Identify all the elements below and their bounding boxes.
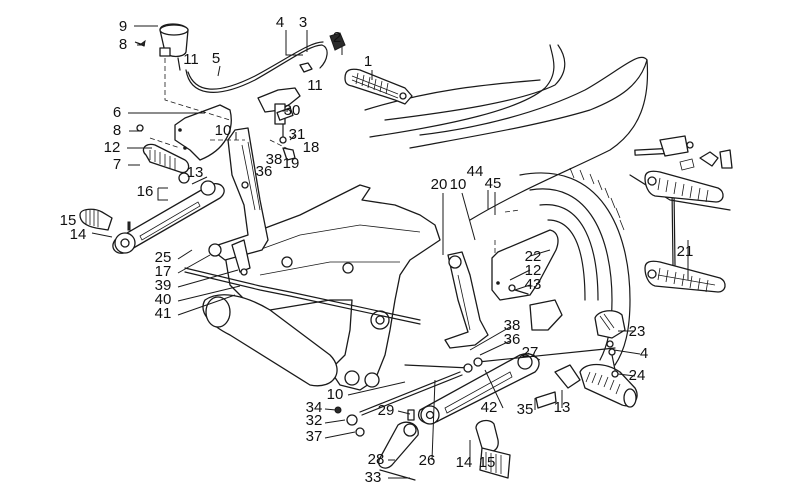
part-callout-43: 43 [525,276,542,293]
callout-labels: 1234567889101010111112121313141415151617… [60,14,694,486]
part-callout-13: 13 [554,399,571,416]
part-callout-40: 40 [155,291,172,308]
part-callout-41: 41 [155,305,172,322]
master-cylinder [257,62,313,161]
gear-lever [79,124,225,254]
part-callout-36: 36 [504,331,521,348]
part-callout-42: 42 [481,399,498,416]
part-callout-15: 15 [60,212,77,229]
part-callout-34: 34 [306,399,323,416]
part-callout-38: 38 [504,317,521,334]
part-callout-14: 14 [70,226,87,243]
part-callout-13: 13 [187,164,204,181]
part-callout-35: 35 [517,401,534,418]
part-callout-11: 11 [183,51,199,68]
part-callout-1: 1 [364,53,372,70]
part-callout-45: 45 [485,175,502,192]
part-callout-30: 30 [284,102,301,119]
part-callout-15: 15 [479,454,496,471]
part-callout-3: 3 [299,14,307,31]
part-callout-28: 28 [368,451,385,468]
brake-reservoir [134,23,328,93]
brake-light-switch [594,310,626,378]
part-callout-44: 44 [467,163,484,180]
part-callout-4: 4 [640,345,648,362]
part-callout-20: 20 [431,176,448,193]
brake-lever [404,347,638,479]
part-callout-8: 8 [113,122,121,139]
part-callout-24: 24 [629,367,646,384]
heel-guard-right [491,229,559,301]
part-callout-6: 6 [113,104,121,121]
part-callout-2: 2 [333,29,341,46]
part-callout-10: 10 [215,122,232,139]
tail-bodywork [364,44,649,221]
part-callout-36: 36 [256,163,273,180]
footpeg-upper [329,32,413,105]
part-callout-9: 9 [119,18,127,35]
part-callout-18: 18 [303,139,320,156]
part-callout-16: 16 [137,183,154,200]
left-footrest-bracket [184,127,421,325]
rear-tyre [519,167,631,366]
part-callout-23: 23 [629,323,646,340]
part-callout-21: 21 [677,243,694,260]
part-callout-12: 12 [104,139,121,156]
part-callout-31: 31 [289,126,306,143]
part-callout-11: 11 [307,77,323,94]
passenger-footpeg-right [629,135,733,293]
part-callout-29: 29 [378,402,395,419]
right-footrest-bracket [444,251,563,349]
part-callout-33: 33 [365,469,382,486]
part-callout-10: 10 [450,176,467,193]
part-callout-22: 22 [525,248,542,265]
frame-plate [202,184,441,391]
part-callout-17: 17 [155,263,172,280]
part-callout-38: 38 [266,151,283,168]
part-callout-25: 25 [155,249,172,266]
part-callout-26: 26 [419,452,436,469]
part-callout-12: 12 [525,262,542,279]
part-callout-8: 8 [119,36,127,53]
part-callout-10: 10 [327,386,344,403]
brake-linkage [334,371,463,481]
part-callout-14: 14 [456,454,473,471]
part-callout-7: 7 [113,156,121,173]
part-callout-39: 39 [155,277,172,294]
part-callout-32: 32 [306,412,323,429]
part-callout-5: 5 [212,50,220,67]
part-callout-27: 27 [522,344,539,361]
part-callout-19: 19 [283,155,300,172]
assembly-guide-lines [149,58,521,255]
part-callout-4: 4 [276,14,284,31]
heel-guard-left [174,104,232,161]
part-callout-37: 37 [306,428,323,445]
leader-lines [91,25,689,479]
